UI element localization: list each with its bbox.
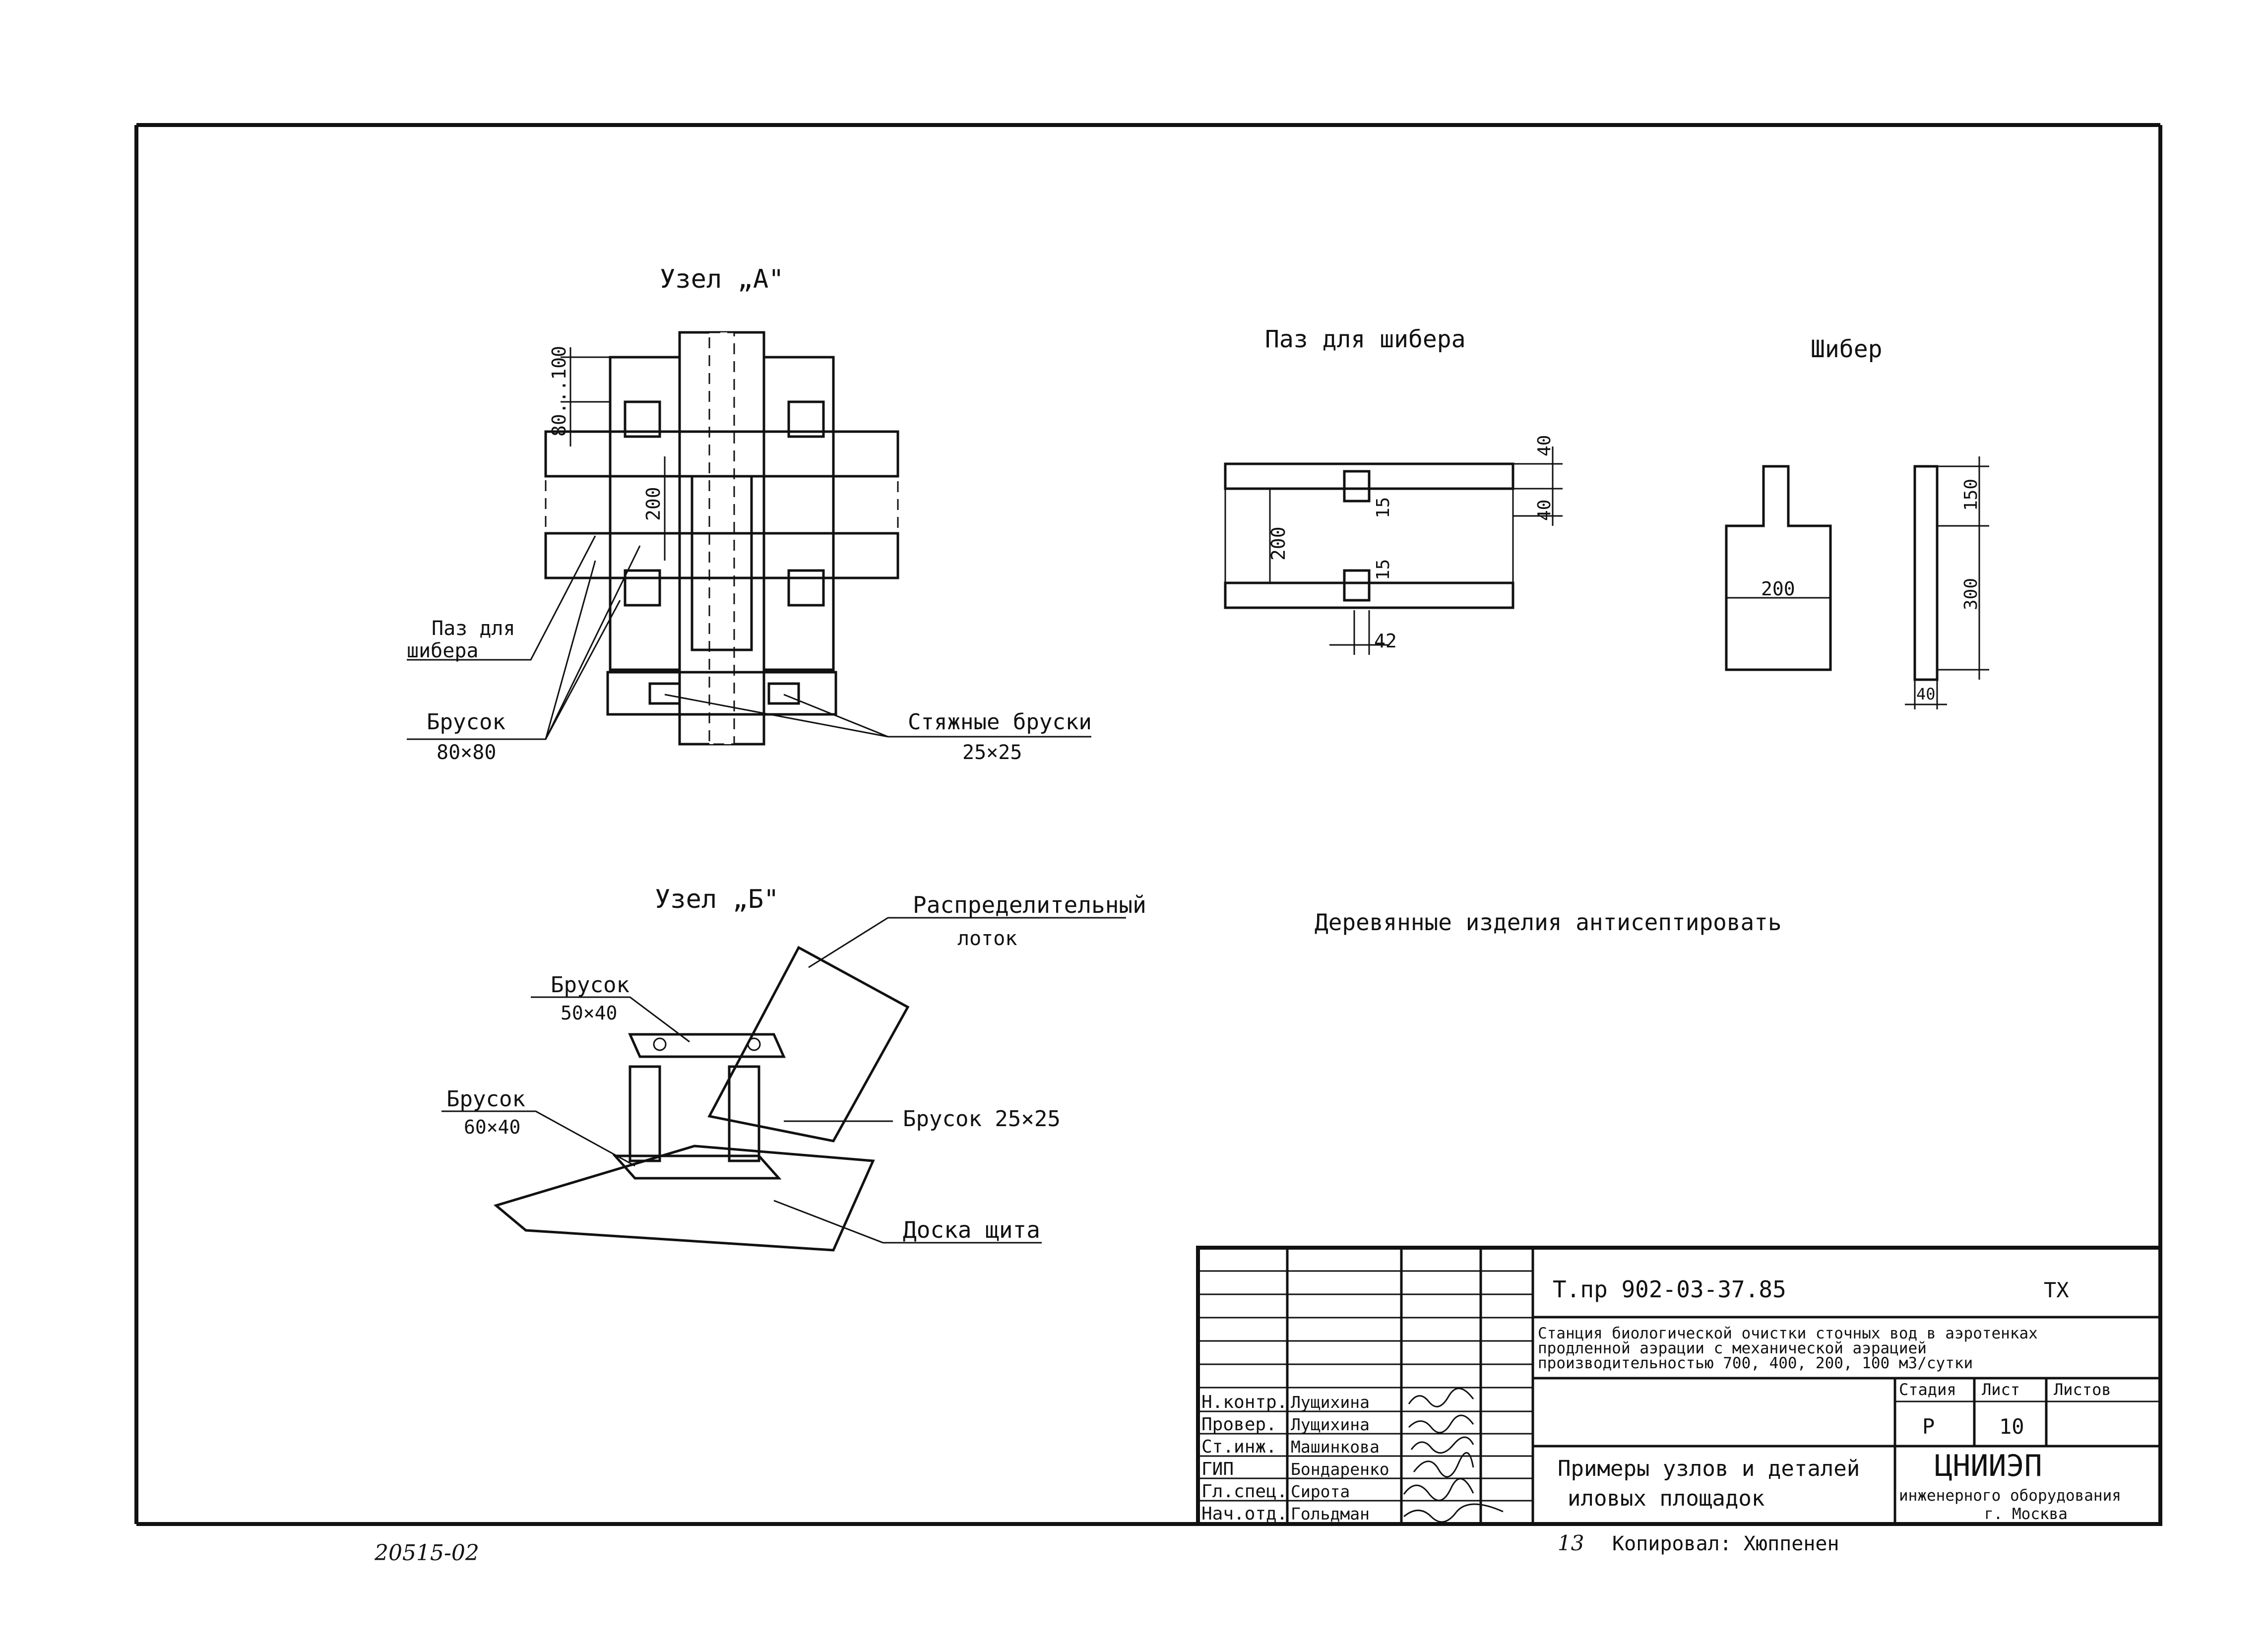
- staff-role-6: Нач.отд.: [1201, 1504, 1287, 1524]
- staff-name-6: Гольдман: [1291, 1504, 1370, 1524]
- staff-role-5: Гл.спец.: [1201, 1481, 1287, 1502]
- node-a-dim-80-100: 80...100: [548, 346, 570, 437]
- sheet-frame: [134, 123, 2162, 1526]
- node-b-label-board: Доска щита: [903, 1216, 1040, 1243]
- gate-dim-150: 150: [1961, 479, 1981, 511]
- node-a-label-tie-size: 25×25: [962, 741, 1022, 764]
- title-project-1: Станция биологической очистки сточных во…: [1538, 1325, 2038, 1342]
- node-a-drawing: Узел „А" 80...100 200: [407, 264, 1092, 764]
- groove-drawing: Паз для шибера 40 40 15 15 200 42: [1224, 325, 1563, 655]
- footer-number: 20515-02: [374, 1540, 479, 1566]
- groove-dim-200: 200: [1267, 526, 1289, 561]
- node-b-label-tray: Распределительный: [913, 891, 1146, 918]
- node-b-label-bar1-size: 50×40: [561, 1002, 617, 1024]
- node-a-label-groove-2: шибера: [407, 639, 479, 662]
- title-project-3: производительностью 700, 400, 200, 100 м…: [1538, 1354, 1973, 1372]
- groove-dim-42: 42: [1374, 630, 1397, 652]
- node-a-label-tie: Стяжные бруски: [908, 709, 1092, 735]
- staff-name-4: Бондаренко: [1291, 1460, 1389, 1479]
- title-code: Т.пр 902-03-37.85: [1553, 1276, 1786, 1303]
- staff-role-1: Н.контр.: [1201, 1392, 1287, 1412]
- groove-dim-15a: 15: [1373, 497, 1393, 518]
- signatures: [1403, 1388, 1504, 1523]
- staff-role-3: Ст.инж.: [1201, 1437, 1277, 1457]
- title-value-stage: Р: [1922, 1414, 1935, 1439]
- staff-role-2: Провер.: [1201, 1414, 1277, 1435]
- staff-name-5: Сирота: [1291, 1482, 1350, 1501]
- staff-name-2: Лущихина: [1291, 1415, 1370, 1434]
- node-a-label-bar-size: 80×80: [437, 741, 496, 764]
- title-block: Т.пр 902-03-37.85 ТХ Станция биологическ…: [1196, 1246, 2162, 1526]
- title-sheet-1: Примеры узлов и деталей: [1558, 1456, 1860, 1481]
- gate-drawing: Шибер 200 150 300 40: [1725, 335, 1989, 709]
- title-header-sheets: Листов: [2054, 1380, 2111, 1399]
- groove-dim-40b: 40: [1534, 500, 1555, 521]
- staff-role-4: ГИП: [1201, 1459, 1234, 1479]
- title-sheet-2: иловых площадок: [1568, 1486, 1764, 1511]
- node-a-dim-200: 200: [642, 487, 664, 521]
- gate-dim-200: 200: [1761, 578, 1795, 600]
- node-b-label-bar2-size: 60×40: [464, 1116, 520, 1138]
- title-mark: ТХ: [2044, 1278, 2069, 1302]
- title-org-city: г. Москва: [1984, 1505, 2068, 1523]
- node-b-drawing: Узел „Б" Распределительный лоток Брусок …: [441, 885, 1146, 1252]
- node-b-label-bar2: Брусок: [446, 1086, 525, 1112]
- node-a-label-bar: Брусок: [427, 709, 505, 735]
- groove-dim-40a: 40: [1534, 435, 1555, 456]
- footer-copied: Копировал: Хюппенен: [1612, 1532, 1839, 1555]
- node-b-label-bar3: Брусок 25×25: [903, 1106, 1061, 1132]
- gate-dim-300: 300: [1961, 578, 1981, 610]
- staff-name-1: Лущихина: [1291, 1393, 1370, 1412]
- title-value-sheet: 10: [1999, 1414, 2024, 1439]
- note-text: Деревянные изделия антисептировать: [1315, 909, 1782, 936]
- gate-title: Шибер: [1811, 335, 1883, 363]
- title-org-sub: инженерного оборудования: [1899, 1487, 2121, 1505]
- staff-name-3: Машинкова: [1291, 1437, 1380, 1457]
- footer-page: 13: [1558, 1531, 1584, 1555]
- groove-title: Паз для шибера: [1265, 325, 1466, 353]
- node-b-label-tray-2: лоток: [957, 927, 1017, 950]
- gate-dim-40: 40: [1916, 685, 1936, 703]
- node-b-label-bar1: Брусок: [551, 972, 630, 998]
- groove-dim-15b: 15: [1373, 559, 1393, 580]
- node-a-title: Узел „А": [660, 264, 784, 294]
- title-project-2: продленной аэрации с механической аэраци…: [1538, 1339, 1927, 1357]
- node-a-label-groove-1: Паз для: [432, 617, 515, 640]
- title-header-sheet: Лист: [1982, 1380, 2020, 1399]
- title-org: ЦНИИЭП: [1935, 1449, 2042, 1483]
- node-b-title: Узел „Б": [655, 885, 779, 914]
- title-header-stage: Стадия: [1899, 1380, 1956, 1399]
